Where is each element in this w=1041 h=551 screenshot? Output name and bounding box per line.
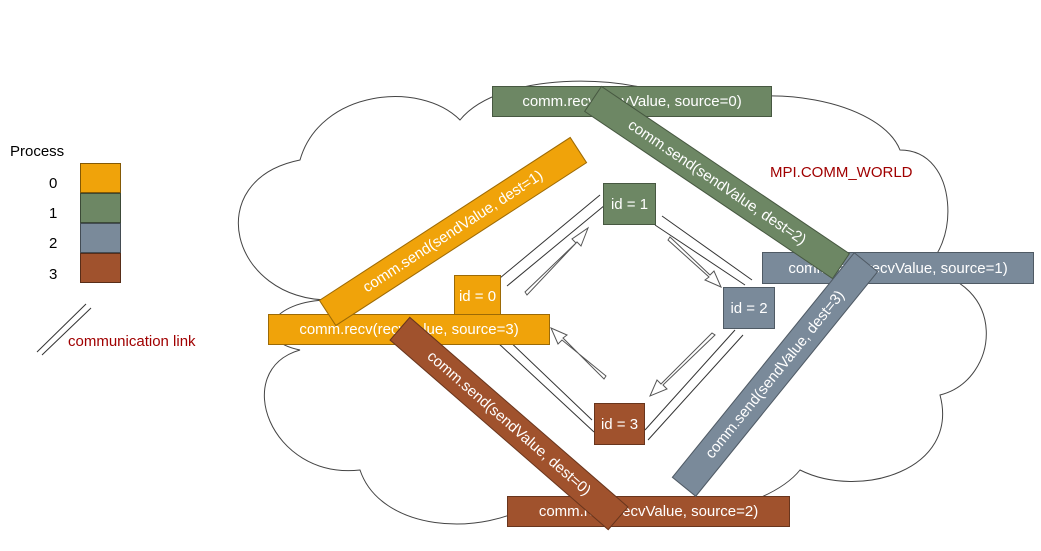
legend-link-line-a <box>36 303 87 353</box>
p3-recv-label: comm.recv(recvValue, source=2) <box>507 496 790 527</box>
link-1-2-a <box>654 224 746 286</box>
legend-title: Process <box>10 143 65 160</box>
arrow-2-to-3-icon <box>649 332 716 397</box>
communication-links <box>496 194 753 441</box>
direction-arrows <box>524 226 722 397</box>
arrow-1-to-2-icon <box>667 236 722 288</box>
link-2-3-a <box>644 329 736 431</box>
process-node-3: id = 3 <box>594 403 645 445</box>
link-2-3-b <box>647 334 744 441</box>
legend-link-line-b <box>41 307 92 356</box>
process-node-0: id = 0 <box>454 275 501 317</box>
legend-swatch-3 <box>80 253 121 283</box>
legend-swatch-1 <box>80 193 121 223</box>
link-0-1-b <box>506 204 606 287</box>
comm-world-label: MPI.COMM_WORLD <box>770 164 913 181</box>
link-0-1-a <box>499 194 601 279</box>
legend-swatch-0 <box>80 163 121 193</box>
arrow-3-to-0-icon <box>550 327 607 380</box>
link-3-0-b <box>496 341 595 433</box>
legend-label-3: 3 <box>49 266 58 283</box>
legend-label-0: 0 <box>49 175 58 192</box>
process-node-2: id = 2 <box>723 287 775 329</box>
link-3-0-a <box>502 334 593 421</box>
process-node-1: id = 1 <box>603 183 656 225</box>
link-1-2-b <box>661 215 753 281</box>
comm-world-cloud <box>237 80 987 525</box>
legend-link-label: communication link <box>68 333 196 350</box>
legend-label-2: 2 <box>49 235 58 252</box>
arrow-0-to-1-icon <box>524 226 590 296</box>
legend-swatch-2 <box>80 223 121 253</box>
legend-label-1: 1 <box>49 205 58 222</box>
legend-link-icon <box>36 303 92 356</box>
